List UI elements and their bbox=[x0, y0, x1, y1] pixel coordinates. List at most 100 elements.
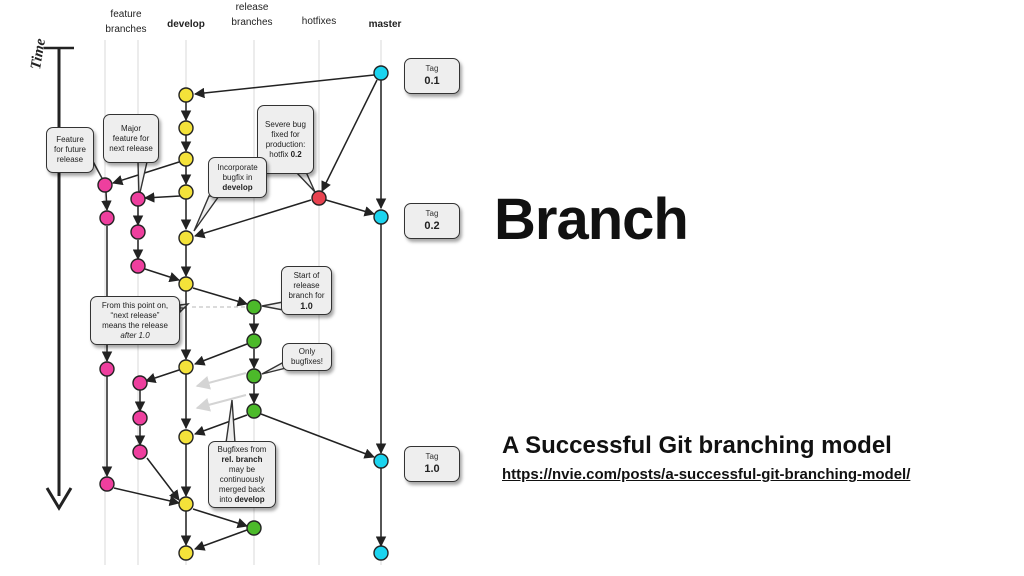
commit-master-tag-0.1[interactable] bbox=[373, 65, 389, 81]
commit-develop-8[interactable] bbox=[178, 429, 194, 445]
callout-start-release: Start of release branch for 1.0 bbox=[281, 266, 332, 315]
callout-feature-future-line3: release bbox=[56, 155, 84, 164]
commit-master-4[interactable] bbox=[373, 545, 389, 561]
callout-incorporate-bugfix: Incorporate bugfix in develop bbox=[208, 157, 267, 198]
callout-feature-future-line1: Feature bbox=[56, 135, 84, 144]
commit-feature-a-2[interactable] bbox=[99, 210, 115, 226]
tag-1.0: Tag 1.0 bbox=[404, 446, 460, 482]
tag-0.1-value: 0.1 bbox=[424, 75, 440, 87]
commit-develop-9[interactable] bbox=[178, 496, 194, 512]
callout-bugfixes-from-line2: rel. branch bbox=[221, 454, 263, 464]
callout-severe-bug-line4: hotfix 0.2 bbox=[269, 149, 302, 159]
commit-develop-5[interactable] bbox=[178, 230, 194, 246]
edge-master-to-develop bbox=[193, 74, 375, 99]
commit-develop-10[interactable] bbox=[178, 545, 194, 561]
commit-develop-4[interactable] bbox=[178, 184, 194, 200]
slide-subtitle: A Successful Git branching model bbox=[502, 432, 892, 459]
faint-merge-arrow-2 bbox=[195, 394, 247, 412]
commit-develop-3[interactable] bbox=[178, 151, 194, 167]
callout-incorporate-line3: develop bbox=[222, 182, 253, 192]
callout-start-release-line3: branch for bbox=[288, 290, 325, 300]
callout-feature-future-line2: for future bbox=[53, 145, 86, 154]
edge-release-to-develop-2 bbox=[194, 414, 248, 436]
callout-start-release-line1: Start of bbox=[293, 270, 320, 280]
commit-release-5[interactable] bbox=[246, 520, 262, 536]
callout-bugfixes-from-line3: may be bbox=[228, 464, 256, 474]
edge-release-to-develop-1 bbox=[194, 343, 248, 366]
edge-develop-to-feature-3 bbox=[145, 369, 180, 383]
callout-major-feature: Major feature for next release bbox=[103, 114, 159, 163]
commit-feature-a-3[interactable] bbox=[99, 361, 115, 377]
tag-0.1: Tag 0.1 bbox=[404, 58, 460, 94]
edge-develop-to-feature-1 bbox=[111, 161, 180, 186]
callout-only-bugfixes-line2: bugfixes! bbox=[290, 357, 324, 366]
edge-release2-to-develop bbox=[194, 529, 248, 551]
callout-bugfixes-from-line5: merged back bbox=[218, 484, 266, 494]
callout-bugfixes-from-line1: Bugfixes from bbox=[217, 444, 267, 454]
commit-release-1[interactable] bbox=[246, 299, 262, 315]
callout-bugfixes-from: Bugfixes from rel. branch may be continu… bbox=[208, 441, 276, 508]
callout-major-feature-line2: feature for bbox=[112, 133, 150, 143]
commit-release-2[interactable] bbox=[246, 333, 262, 349]
callout-from-this-point: From this point on, “next release” means… bbox=[90, 296, 180, 345]
callout-bugfixes-from-line4: continuously bbox=[219, 474, 265, 484]
callout-feature-future: Feature for future release bbox=[46, 127, 94, 173]
commit-develop-6[interactable] bbox=[178, 276, 194, 292]
edge-hotfix-to-develop bbox=[193, 199, 312, 239]
callout-severe-bug-line3: production: bbox=[265, 139, 306, 149]
faint-merge-arrow-1 bbox=[195, 372, 247, 390]
callout-start-release-line4: 1.0 bbox=[300, 300, 313, 311]
lane-header-master: master bbox=[368, 19, 402, 30]
commit-hotfix-0.2[interactable] bbox=[311, 190, 327, 206]
commit-feature-b-1[interactable] bbox=[130, 191, 146, 207]
callout-bugfixes-from-develop: develop bbox=[234, 494, 265, 504]
commit-develop-7[interactable] bbox=[178, 359, 194, 375]
lane-header-feature: feature branches bbox=[100, 7, 152, 37]
commit-develop-2[interactable] bbox=[178, 120, 194, 136]
commit-develop-1[interactable] bbox=[178, 87, 194, 103]
callout-severe-bug-version: 0.2 bbox=[290, 149, 302, 159]
source-link[interactable]: https://nvie.com/posts/a-successful-git-… bbox=[502, 466, 911, 483]
callout-from-point-line3: means the release bbox=[102, 320, 168, 330]
commit-release-3[interactable] bbox=[246, 368, 262, 384]
pointer-incorporate bbox=[193, 195, 221, 232]
lane-header-develop: develop bbox=[167, 19, 205, 30]
pointer-start-release bbox=[261, 301, 284, 311]
commit-feature-b-2[interactable] bbox=[130, 224, 146, 240]
commit-feature-c-3[interactable] bbox=[132, 444, 148, 460]
faint-merge-arrows bbox=[195, 372, 247, 412]
tag-0.2-label: Tag bbox=[425, 209, 439, 218]
callout-incorporate-line1: Incorporate bbox=[217, 162, 258, 172]
tag-0.1-label: Tag bbox=[425, 64, 439, 73]
edge-develop-to-release-1 bbox=[192, 287, 249, 307]
callout-only-bugfixes: Only bugfixes! bbox=[282, 343, 332, 371]
edge-hotfix-to-master bbox=[325, 199, 376, 217]
lane-header-feature-line1: feature bbox=[110, 9, 142, 20]
lane-header-feature-line2: branches bbox=[105, 24, 147, 35]
pointer-severe-bug bbox=[294, 171, 316, 193]
commit-master-tag-0.2[interactable] bbox=[373, 209, 389, 225]
commit-feature-c-2[interactable] bbox=[132, 410, 148, 426]
tag-1.0-value: 1.0 bbox=[424, 463, 440, 475]
edge-develop-to-feature-2 bbox=[143, 192, 181, 203]
time-axis bbox=[44, 46, 74, 511]
commit-feature-c-1[interactable] bbox=[132, 375, 148, 391]
edge-feature-b-to-develop bbox=[144, 268, 180, 283]
callout-incorporate-line2: bugfix in bbox=[222, 172, 253, 182]
commit-master-tag-1.0[interactable] bbox=[373, 453, 389, 469]
edge-feature-c-to-develop bbox=[146, 457, 180, 501]
edge-release-to-master bbox=[260, 413, 375, 459]
commit-feature-a-4[interactable] bbox=[99, 476, 115, 492]
commit-feature-b-3[interactable] bbox=[130, 258, 146, 274]
commit-feature-a-1[interactable] bbox=[97, 177, 113, 193]
time-axis-arrowhead bbox=[45, 487, 73, 511]
lane-header-release-line1: release bbox=[235, 2, 269, 13]
commit-release-4[interactable] bbox=[246, 403, 262, 419]
edge-feature-a-1 bbox=[101, 191, 112, 212]
callout-bugfixes-from-line6: into develop bbox=[219, 494, 265, 504]
edge-master-to-hotfix bbox=[321, 79, 378, 192]
callout-only-bugfixes-line1: Only bbox=[298, 347, 316, 356]
callout-major-feature-line3: next release bbox=[109, 143, 153, 153]
tag-1.0-label: Tag bbox=[425, 452, 439, 461]
